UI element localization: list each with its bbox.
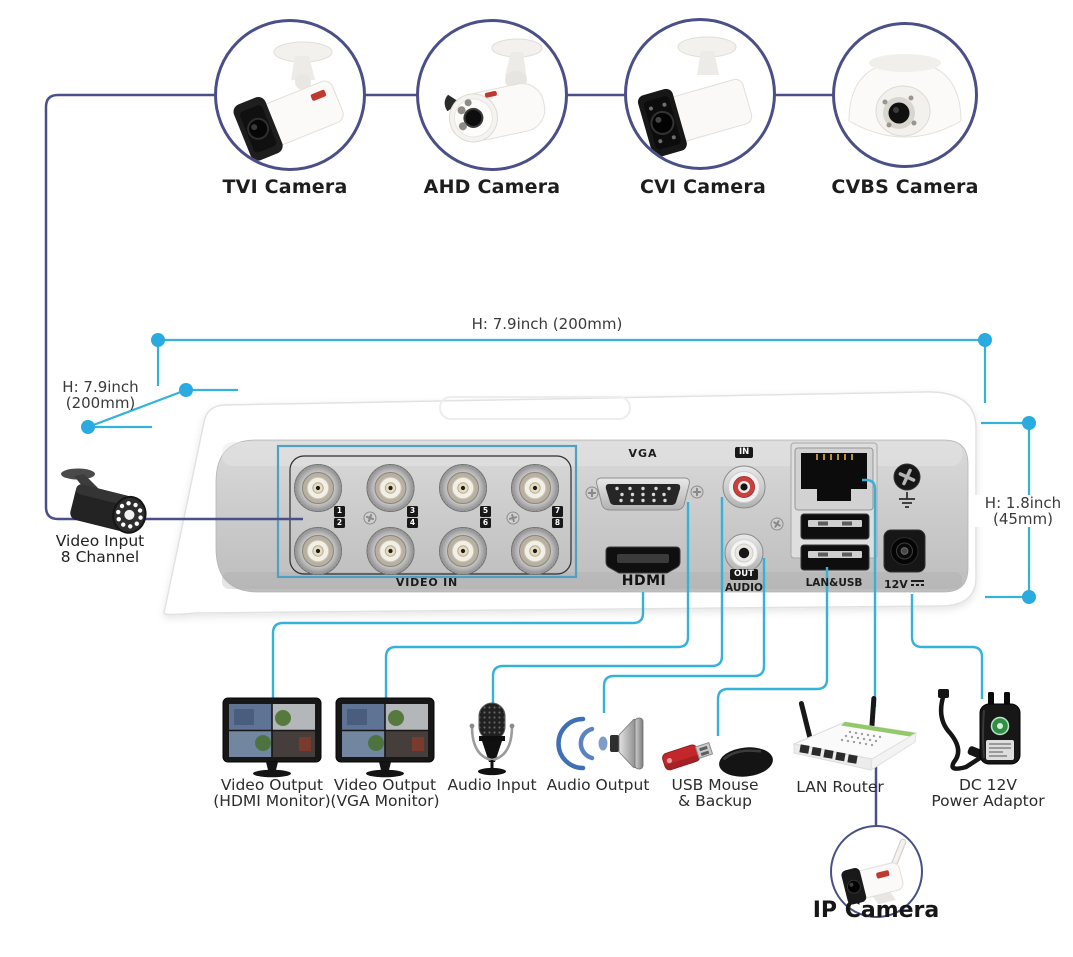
hdmi-monitor-label: Video Output (HDMI Monitor)	[213, 776, 331, 810]
bnc-connector	[438, 463, 488, 513]
cvi-camera-circle	[624, 18, 776, 170]
dim-depth-label: H: 7.9inch (200mm)	[62, 378, 139, 412]
cvi-camera-label: CVI Camera	[640, 176, 766, 198]
lan-usb-label: LAN&USB	[805, 577, 863, 589]
lan-port	[794, 447, 874, 511]
ip-camera-label: IP Camera	[812, 898, 940, 923]
audio-in-jack	[722, 465, 766, 509]
usb-mouse-label: USB Mouse & Backup	[671, 776, 759, 810]
audio-input-label: Audio Input	[447, 776, 537, 794]
hdmi-port	[605, 546, 681, 574]
video-in-label: VIDEO IN	[395, 576, 459, 589]
ip-camera-photo	[841, 838, 907, 905]
ground-screw	[893, 463, 921, 491]
ahd-camera-label: AHD Camera	[423, 176, 561, 198]
power-12v-label: 12V	[884, 578, 924, 591]
bnc-connector	[365, 463, 416, 513]
dc-power-label: DC 12V Power Adaptor	[931, 776, 1045, 810]
audio-in-badge: IN	[735, 447, 754, 458]
vga-monitor-icon	[335, 697, 435, 779]
audio-label: AUDIO	[725, 582, 763, 594]
vga-label: VGA	[628, 447, 658, 460]
power-adaptor-icon	[938, 689, 1021, 771]
channel-badge: 2	[334, 517, 345, 528]
dvr-rear-panel	[163, 391, 977, 616]
bnc-connector	[510, 526, 560, 576]
cvbs-camera-photo	[848, 54, 962, 138]
vga-monitor-label: Video Output (VGA Monitor)	[330, 776, 440, 810]
vga-screw	[690, 485, 704, 499]
mouse-icon	[719, 747, 773, 777]
usb-and-mouse-icon	[662, 741, 773, 777]
tvi-camera-circle	[214, 19, 366, 171]
dc-power-jack	[883, 529, 926, 573]
usb-port-1	[800, 513, 870, 540]
hdmi-logo-label: HDMI	[621, 573, 667, 589]
audio-out-jack	[724, 533, 764, 573]
channel-badge: 4	[407, 517, 418, 528]
tvi-camera-label: TVI Camera	[222, 176, 348, 198]
dim-width-label: H: 7.9inch (200mm)	[471, 315, 623, 333]
video-input-camera-icon	[61, 468, 147, 534]
cvi-camera-photo	[637, 36, 753, 157]
usb-flash-drive-icon	[662, 741, 714, 771]
video-input-label: Video Input 8 Channel	[55, 532, 145, 566]
bnc-connector	[293, 526, 343, 576]
ahd-camera-circle	[416, 19, 568, 171]
hdmi-monitor-icon	[222, 697, 322, 779]
bnc-connector	[438, 526, 488, 576]
usb-port-2	[800, 544, 870, 571]
channel-badge: 8	[552, 517, 563, 528]
channel-badge: 7	[552, 506, 563, 517]
ahd-camera-photo	[444, 38, 546, 143]
microphone-icon	[469, 702, 515, 776]
cvbs-camera-label: CVBS Camera	[831, 176, 979, 198]
speaker-icon	[556, 716, 644, 771]
ip-camera-circle	[830, 825, 923, 918]
lan-router-label: LAN Router	[796, 778, 884, 796]
channel-badge: 6	[480, 517, 491, 528]
lan-router-icon	[792, 696, 918, 771]
dim-height-label: H: 1.8inch (45mm)	[975, 495, 1071, 527]
cvbs-camera-circle	[832, 22, 978, 168]
vga-port	[596, 477, 690, 511]
tvi-camera-photo	[233, 41, 344, 161]
bnc-connector	[365, 526, 416, 576]
channel-badge: 1	[334, 506, 345, 517]
vga-screw	[585, 486, 599, 500]
channel-badge: 3	[407, 506, 418, 517]
channel-badge: 5	[480, 506, 491, 517]
bnc-connector	[510, 463, 560, 513]
dc-symbol-icon	[910, 580, 924, 589]
bnc-connector	[293, 463, 343, 513]
audio-out-badge: OUT	[730, 569, 758, 580]
audio-output-label: Audio Output	[546, 776, 650, 794]
